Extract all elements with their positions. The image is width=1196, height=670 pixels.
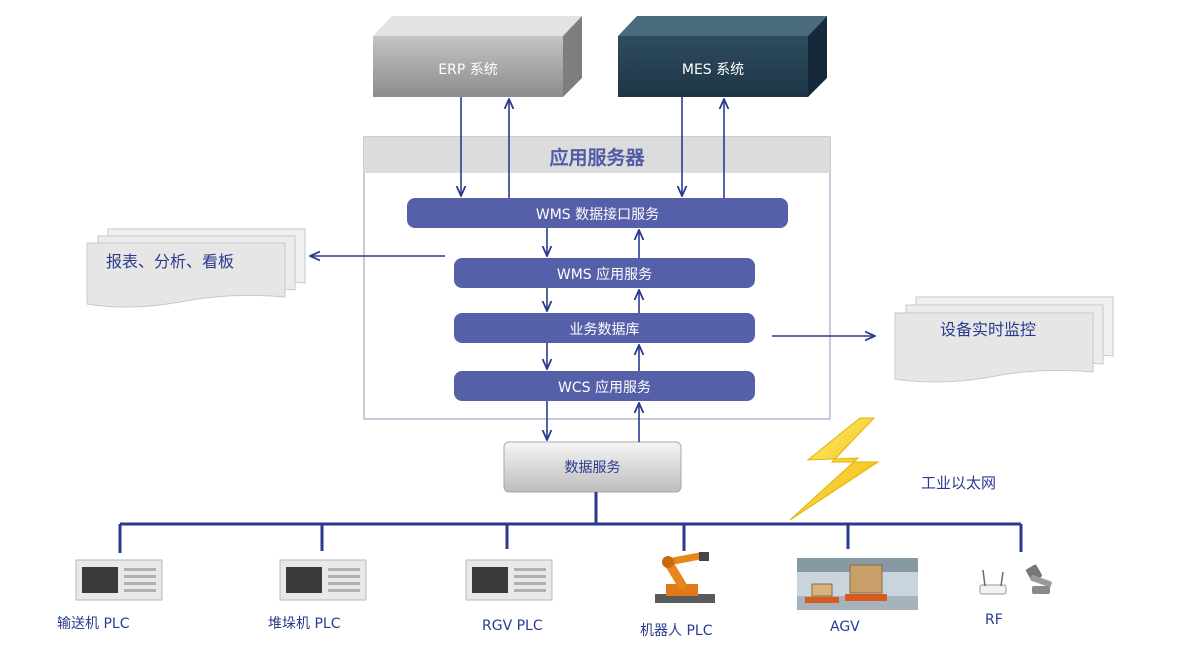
db-pill: [454, 313, 755, 343]
mes-system-label: MES 系统: [681, 62, 745, 78]
monitor-label: 设备实时监控: [940, 320, 1037, 339]
agv-photo-icon: [797, 558, 918, 610]
data-service-box: [503, 441, 682, 493]
lightning-icon: [789, 417, 880, 521]
robot-icon: [655, 552, 715, 603]
wms-interface-pill: [407, 198, 788, 228]
mes-system-box: [618, 16, 827, 97]
reports-document-icon: [86, 228, 306, 308]
device-label-conveyor: 输送机 PLC: [57, 616, 130, 632]
rf-scanner-icon: [979, 564, 1052, 595]
wcs-app-pill: [454, 371, 755, 401]
db-label: 业务数据库: [569, 322, 640, 338]
wms-app-label: WMS 应用服务: [556, 267, 653, 283]
erp-system-label: ERP 系统: [438, 62, 498, 78]
plc-icon: [75, 559, 163, 601]
network-label: 工业以太网: [921, 474, 997, 492]
erp-system-box: [373, 16, 582, 97]
plc-icon: [279, 559, 367, 601]
device-label-stacker: 堆垛机 PLC: [268, 616, 341, 632]
ethernet-bus: [118, 492, 1023, 553]
device-label-rgv: RGV PLC: [482, 618, 543, 634]
app-server-title: 应用服务器: [549, 147, 645, 169]
device-label-robot: 机器人 PLC: [640, 623, 713, 639]
reports-label: 报表、分析、看板: [106, 252, 235, 271]
wms-interface-label: WMS 数据接口服务: [535, 207, 660, 223]
data-service-label: 数据服务: [564, 460, 621, 476]
wms-app-pill: [454, 258, 755, 288]
app-server-header: [364, 137, 830, 173]
plc-icon: [465, 559, 553, 601]
monitor-document-icon: [894, 296, 1114, 383]
wcs-app-label: WCS 应用服务: [558, 380, 651, 396]
device-label-rf: RF: [985, 612, 1003, 628]
device-label-agv: AGV: [830, 619, 860, 635]
